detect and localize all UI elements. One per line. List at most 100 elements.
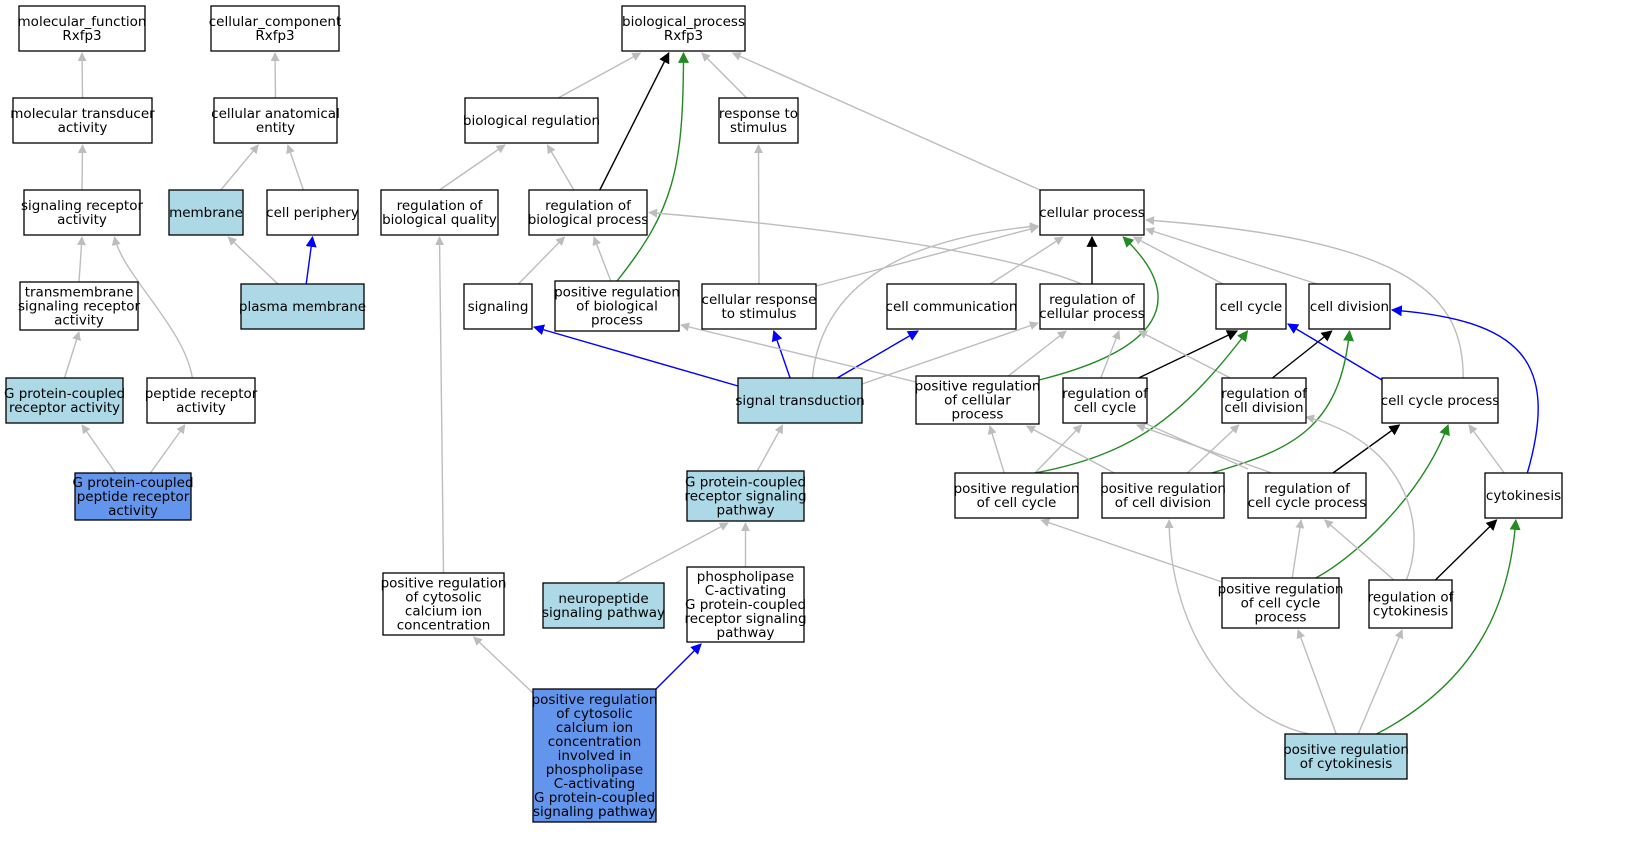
node-label-line: positive regulation <box>915 379 1041 395</box>
node-label-line: response to <box>719 106 798 122</box>
node-label-line: of cell division <box>1115 495 1211 511</box>
node-cdiv[interactable]: cell division <box>1308 283 1391 330</box>
node-box <box>1062 377 1148 424</box>
node-cc2[interactable]: cell cycle <box>1215 283 1287 330</box>
node-box <box>23 189 141 236</box>
node-breg[interactable]: biological regulation <box>463 97 600 144</box>
edge-prcc-to-rcc <box>1034 424 1083 474</box>
edge-prbp-to-rbp <box>592 236 612 282</box>
node-ccp[interactable]: cell cycle process <box>1381 377 1500 424</box>
node-box <box>380 189 499 236</box>
node-cyt[interactable]: cytokinesis <box>1484 472 1563 519</box>
node-label-line: C-activating <box>705 583 786 599</box>
node-label-line: receptor signaling <box>684 489 806 505</box>
node-label-line: cell cycle process <box>1381 393 1500 409</box>
edge-pra-to-sra <box>111 236 194 379</box>
node-box <box>1039 189 1145 236</box>
edge-prcyt-to-prccp <box>1296 629 1337 735</box>
node-box <box>1221 577 1340 629</box>
edges-layer <box>63 51 1539 735</box>
node-label-line: cellular process <box>1039 205 1145 221</box>
node-label-line: pathway <box>717 625 775 641</box>
node-box <box>1368 579 1453 629</box>
node-box <box>542 582 665 629</box>
node-box <box>1308 283 1391 330</box>
edge-st-to-cp <box>811 222 1039 379</box>
node-label-line: Rxfp3 <box>62 28 101 44</box>
node-label-line: receptor activity <box>9 400 120 416</box>
node-box <box>1221 377 1307 424</box>
node-cper[interactable]: cell periphery <box>266 189 359 236</box>
edge-prcd-to-rcd <box>1186 424 1240 474</box>
node-label-line: molecular_function <box>18 14 147 30</box>
node-label-line: calcium ion <box>556 720 633 736</box>
node-ccom[interactable]: cell communication <box>886 283 1018 330</box>
node-label-line: regulation of <box>397 198 484 214</box>
edge-cae-to-cc <box>270 52 280 99</box>
node-label-line: membrane <box>169 205 243 221</box>
node-label-line: activity <box>58 120 108 136</box>
node-label-line: cell division <box>1224 400 1303 416</box>
node-label-line: cell cycle <box>1074 400 1136 416</box>
node-label-line: positive regulation <box>381 576 507 592</box>
node-box <box>464 97 599 144</box>
node-box <box>1215 283 1287 330</box>
node-label-line: phospholipase <box>697 569 795 585</box>
edge-rcyt-to-rcd <box>1305 414 1415 581</box>
edge-crs-to-cp <box>815 224 1039 287</box>
node-cp[interactable]: cellular process <box>1039 189 1145 236</box>
node-label-line: transmembrane <box>25 285 134 301</box>
node-box <box>1039 283 1145 330</box>
edge-cdiv-to-cp <box>1145 227 1318 285</box>
edge-st-to-crs <box>771 329 791 379</box>
node-label-line: activity <box>176 400 226 416</box>
node-box <box>686 470 805 522</box>
edge-st-to-sig <box>532 324 739 387</box>
node-box <box>240 283 365 330</box>
edge-prcp-to-prbp <box>680 322 917 383</box>
node-label-line: receptor signaling <box>684 611 806 627</box>
edge-nsp-to-gpcrsp <box>615 522 729 584</box>
node-label-line: biological process <box>528 212 649 228</box>
node-box <box>146 377 256 424</box>
node-label-line: involved in <box>558 748 632 764</box>
node-label-line: G protein-coupled <box>4 386 125 402</box>
edge-cp-to-bp <box>731 52 1041 191</box>
edge-st-to-rcp <box>861 321 1039 385</box>
node-pm[interactable]: plasma membrane <box>239 283 366 330</box>
node-mem[interactable]: membrane <box>168 189 244 236</box>
node-sig[interactable]: signaling <box>463 283 533 330</box>
node-st[interactable]: signal transduction <box>735 377 865 424</box>
node-label-line: cytokinesis <box>1486 488 1561 504</box>
